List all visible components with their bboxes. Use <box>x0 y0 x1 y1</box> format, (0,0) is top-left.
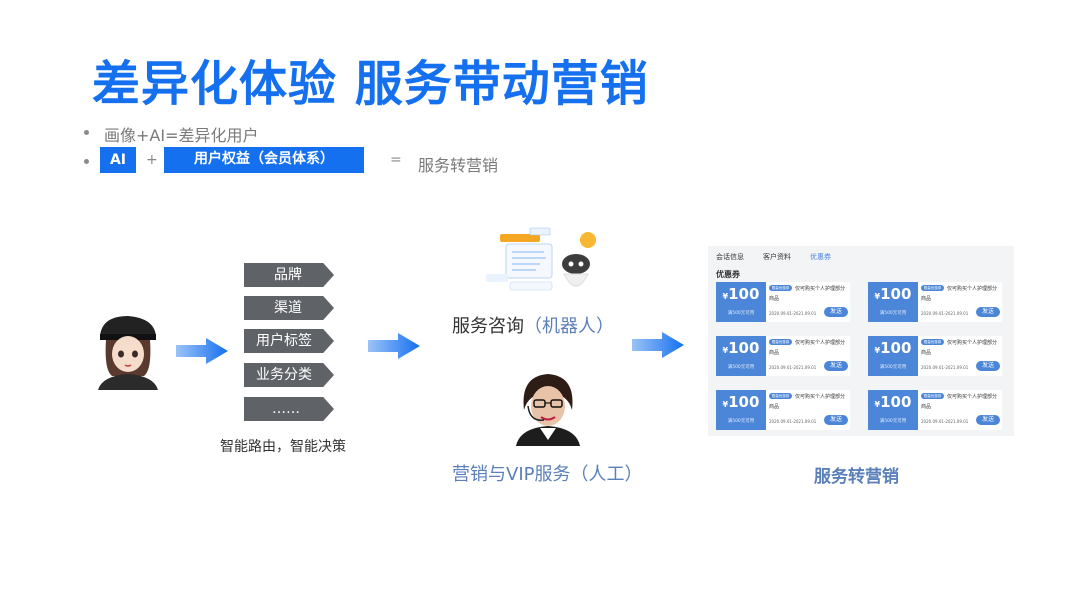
coupon-badge: 限量优惠券 <box>921 339 944 345</box>
human-service-caption: 营销与VIP服务（人工） <box>452 464 643 485</box>
page-title: 差异化体验 服务带动营销 <box>92 56 649 112</box>
coupon-description: 仅可购买个人护理部分 <box>947 286 998 292</box>
coupon-description: 仅可购买个人护理部分 <box>795 340 846 346</box>
tab-coupons[interactable]: 优惠券 <box>810 253 831 261</box>
coupon-send-button[interactable]: 发送 <box>824 307 848 317</box>
ai-label-box: AI <box>100 147 136 173</box>
coupon-condition: 满500元可用 <box>727 311 755 316</box>
coupon-card: ¥100 满500元可用 限量优惠券 仅可购买个人护理部分 商品 2020.09… <box>868 282 1002 322</box>
panel-caption: 服务转营销 <box>814 467 899 487</box>
routing-tag-channel: 渠道 <box>244 296 334 320</box>
coupon-badge: 限量优惠券 <box>769 393 792 399</box>
agent-photo-illustration <box>516 374 580 446</box>
coupon-date: 2020.09.01-2021.09.01 <box>769 311 817 316</box>
coupon-badge: 限量优惠券 <box>769 339 792 345</box>
robot-caption-paren: （机器人） <box>524 316 614 337</box>
coupon-date: 2020.09.01-2021.09.01 <box>921 365 969 370</box>
routing-caption: 智能路由，智能决策 <box>220 439 346 455</box>
coupon-value-block: ¥100 满500元可用 <box>868 390 918 430</box>
coupon-badge: 限量优惠券 <box>921 393 944 399</box>
coupon-card: ¥100 满500元可用 限量优惠券 仅可购买个人护理部分 商品 2020.09… <box>868 336 1002 376</box>
coupon-value-block: ¥100 满500元可用 <box>868 336 918 376</box>
user-rights-box: 用户权益（会员体系） <box>164 147 364 173</box>
coupon-card: ¥100 满500元可用 限量优惠券 仅可购买个人护理部分 商品 2020.09… <box>716 282 850 322</box>
bullet-result-text: 服务转营销 <box>418 156 499 175</box>
flow-arrow-icon <box>368 333 420 359</box>
flow-arrow-icon <box>176 338 228 364</box>
user-avatar-illustration <box>98 316 158 390</box>
coupon-badge: 限量优惠券 <box>921 285 944 291</box>
coupon-value: 100 <box>728 339 760 357</box>
robot-caption-main: 服务咨询 <box>452 316 524 337</box>
coupon-description: 仅可购买个人护理部分 <box>947 340 998 346</box>
coupon-value-block: ¥100 满500元可用 <box>716 336 766 376</box>
coupon-currency: ¥ <box>874 400 881 409</box>
routing-tag-business-category: 业务分类 <box>244 363 334 387</box>
coupon-currency: ¥ <box>874 346 881 355</box>
coupon-date: 2020.09.01-2021.09.01 <box>769 419 817 424</box>
coupon-date: 2020.09.01-2021.09.01 <box>921 311 969 316</box>
coupon-description: 仅可购买个人护理部分 <box>947 394 998 400</box>
equals-sign: = <box>390 152 402 168</box>
coupon-badge: 限量优惠券 <box>769 285 792 291</box>
coupon-description-2: 商品 <box>769 296 780 302</box>
robot-service-caption: 服务咨询（机器人） <box>452 312 614 338</box>
coupon-card: ¥100 满500元可用 限量优惠券 仅可购买个人护理部分 商品 2020.09… <box>716 336 850 376</box>
coupon-value-block: ¥100 满500元可用 <box>868 282 918 322</box>
coupon-value-block: ¥100 满500元可用 <box>716 282 766 322</box>
robot-chat-illustration <box>486 227 596 291</box>
coupon-value: 100 <box>728 285 760 303</box>
coupon-card: ¥100 满500元可用 限量优惠券 仅可购买个人护理部分 商品 2020.09… <box>868 390 1002 430</box>
coupon-currency: ¥ <box>722 292 729 301</box>
coupon-description-2: 商品 <box>769 404 780 410</box>
bullet-formula-text: 画像+AI=差异化用户 <box>104 126 259 145</box>
coupon-currency: ¥ <box>874 292 881 301</box>
bullet-dot <box>84 130 89 135</box>
coupon-description-2: 商品 <box>769 350 780 356</box>
coupon-value: 100 <box>728 393 760 411</box>
coupon-condition: 满500元可用 <box>879 365 907 370</box>
coupon-send-button[interactable]: 发送 <box>976 415 1000 425</box>
coupon-send-button[interactable]: 发送 <box>824 415 848 425</box>
coupon-section-title: 优惠券 <box>716 270 740 279</box>
coupon-send-button[interactable]: 发送 <box>976 307 1000 317</box>
coupon-description-2: 商品 <box>921 296 932 302</box>
coupon-currency: ¥ <box>722 400 729 409</box>
coupon-send-button[interactable]: 发送 <box>976 361 1000 371</box>
coupon-panel: 会话信息 客户资料 优惠券 优惠券 ¥100 满500元可用 限量优惠券 仅可购… <box>708 246 1014 436</box>
tab-session-info[interactable]: 会话信息 <box>716 253 744 261</box>
coupon-send-button[interactable]: 发送 <box>824 361 848 371</box>
coupon-description-2: 商品 <box>921 350 932 356</box>
coupon-date: 2020.09.01-2021.09.01 <box>921 419 969 424</box>
tab-customer-info[interactable]: 客户资料 <box>763 253 791 261</box>
coupon-condition: 满500元可用 <box>879 311 907 316</box>
flow-arrow-icon <box>632 332 684 358</box>
coupon-value: 100 <box>880 285 912 303</box>
coupon-condition: 满500元可用 <box>879 419 907 424</box>
coupon-value: 100 <box>880 339 912 357</box>
routing-tag-brand: 品牌 <box>244 263 334 287</box>
coupon-currency: ¥ <box>722 346 729 355</box>
coupon-card: ¥100 满500元可用 限量优惠券 仅可购买个人护理部分 商品 2020.09… <box>716 390 850 430</box>
coupon-condition: 满500元可用 <box>727 419 755 424</box>
routing-tag-more: …… <box>244 397 334 421</box>
coupon-description-2: 商品 <box>921 404 932 410</box>
coupon-condition: 满500元可用 <box>727 365 755 370</box>
coupon-value-block: ¥100 满500元可用 <box>716 390 766 430</box>
coupon-value: 100 <box>880 393 912 411</box>
routing-tag-user-label: 用户标签 <box>244 329 334 353</box>
plus-sign: + <box>146 152 158 168</box>
bullet-dot <box>84 159 89 164</box>
coupon-description: 仅可购买个人护理部分 <box>795 394 846 400</box>
coupon-date: 2020.09.01-2021.09.01 <box>769 365 817 370</box>
coupon-description: 仅可购买个人护理部分 <box>795 286 846 292</box>
